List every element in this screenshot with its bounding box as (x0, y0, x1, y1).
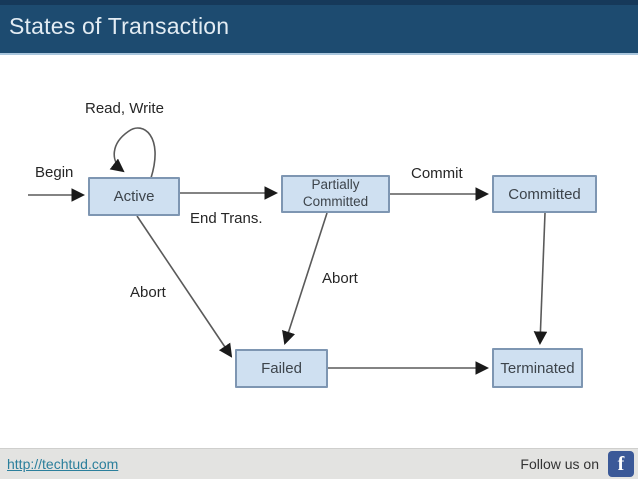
label-abort-from-partially-committed: Abort (322, 270, 358, 287)
page-title: States of Transaction (9, 13, 230, 39)
state-partially-committed-line2: Committed (302, 194, 369, 209)
follow-us-group: Follow us on f (520, 451, 634, 477)
transition-abort-partial-to-failed (282, 212, 328, 345)
transition-committed-to-terminated (533, 212, 548, 346)
slide-footer: http://techtud.com Follow us on f (0, 448, 638, 479)
state-partially-committed-line1: Partially (311, 177, 360, 193)
facebook-icon-letter: f (617, 452, 625, 475)
techtud-link[interactable]: http://techtud.com (7, 456, 119, 472)
label-read-write: Read, Write (85, 100, 164, 117)
label-commit: Commit (411, 165, 463, 182)
label-abort-from-active: Abort (130, 284, 166, 301)
slide-header: States of Transaction (0, 0, 638, 55)
facebook-icon[interactable]: f (608, 451, 634, 477)
state-terminated: Terminated (492, 348, 583, 388)
state-partially-committed: Partially Committed (281, 175, 390, 213)
transition-abort-active-to-failed (136, 215, 233, 358)
state-active: Active (88, 177, 180, 216)
transition-read-write-self-loop (109, 127, 156, 179)
state-committed: Committed (492, 175, 597, 213)
label-end-trans: End Trans. (190, 210, 263, 227)
follow-us-text: Follow us on (520, 456, 599, 472)
state-failed: Failed (235, 349, 328, 388)
label-begin: Begin (35, 164, 74, 181)
